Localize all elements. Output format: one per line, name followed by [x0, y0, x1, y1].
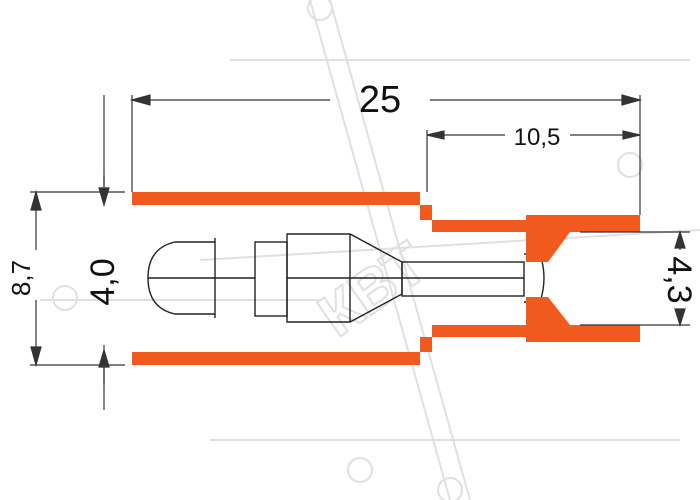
- dimension-pin-diameter: 4,0: [84, 258, 122, 305]
- dimension-outer-diameter: 8,7: [6, 260, 36, 296]
- dimension-overall-length: 25: [359, 79, 401, 121]
- watermark: КВТ: [40, 0, 700, 500]
- insulation-bottom: [132, 297, 640, 365]
- connector-body: [147, 233, 545, 323]
- insulation-sleeve: [132, 192, 640, 365]
- dimension-socket-depth: 10,5: [514, 124, 561, 151]
- insulation-top: [132, 192, 640, 262]
- dimension-wire-entry-diameter: 4,3: [660, 256, 698, 303]
- dimension-lines: [30, 94, 690, 410]
